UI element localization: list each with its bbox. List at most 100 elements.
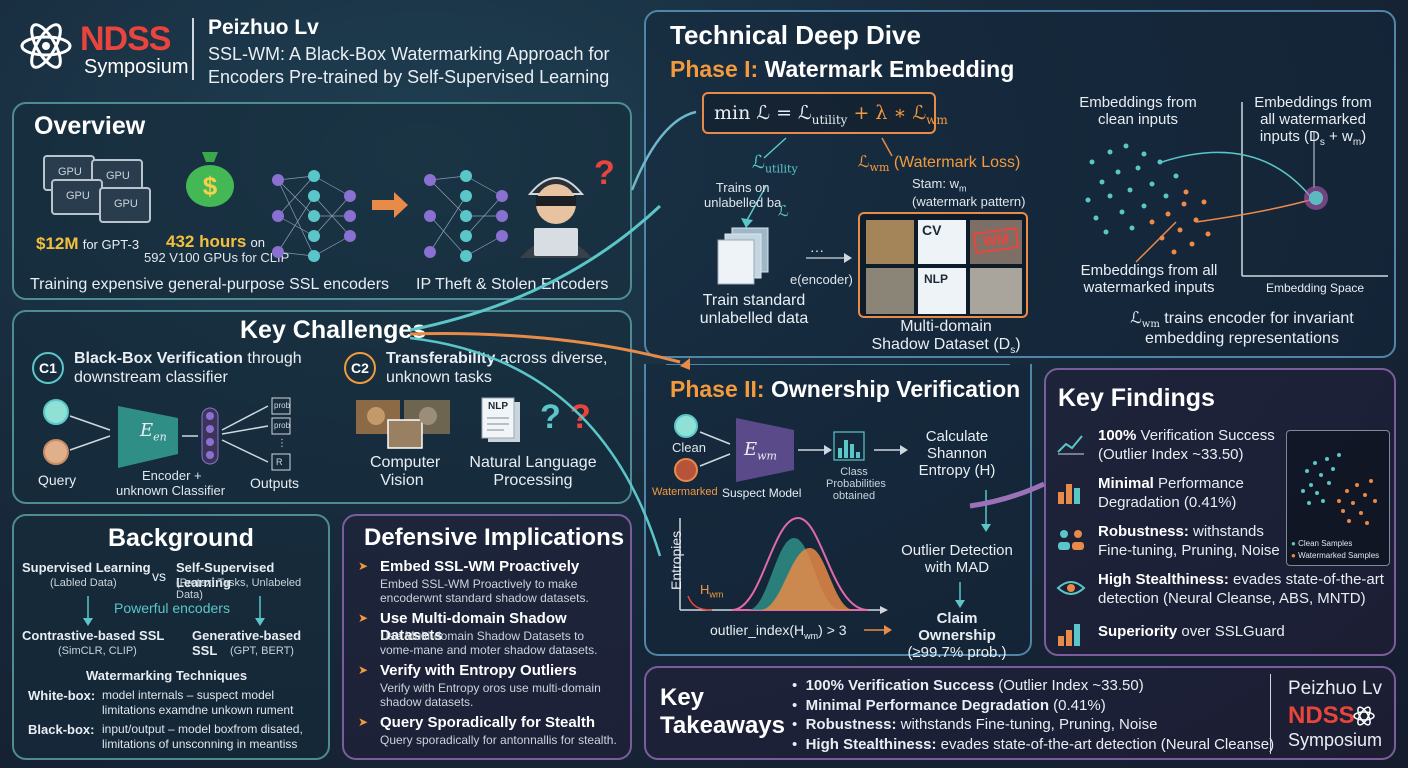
background-title: Background [108,524,254,552]
defensive-item-desc2: encoderwnt standard shadow datasets. [380,591,589,605]
background-panel: Background Supervised Learning (Labled D… [12,514,330,760]
hours-value: 432 hours [166,232,247,251]
c1-badge: C1 [32,352,64,384]
bullet-arrow-icon: ➤ [358,715,369,729]
whitebox-desc: model internals – suspect model limitati… [102,688,293,718]
finding-text: Superiority over SSLGuard [1098,622,1285,641]
encoder-symbol-sub: en [153,430,167,444]
ewm-symbol: Ewm [744,439,777,463]
shadow-label1: Multi-domain [900,318,992,335]
entropies-axis-label: Entropies [668,530,684,590]
takeaway-item: • 100% Verification Success (Outlier Ind… [792,677,1144,694]
encoder-label1: Encoder + [142,468,202,483]
c1-line1: Black-Box Verification through [74,350,302,368]
c2-badge: C2 [344,352,376,384]
finding-rest1: Verification Success [1136,427,1275,444]
finding-rest2: Degradation (0.41%) [1098,494,1237,511]
defensive-item-title: Query Sporadically for Stealth [380,714,596,731]
findings-panel: Key Findings 100% Verification Success (… [1044,368,1396,656]
cv-images-icon [356,400,450,449]
emb-all2: all watermarked [1260,111,1366,128]
takeaways-author: Peizhuo Lv [1288,678,1383,699]
claim1: Claim Ownership [918,610,996,644]
gpu-label-1: GPU [58,166,82,178]
takeaways-brand: NDSS [1288,702,1355,729]
blackbox-desc: input/output – model boxfrom disated, li… [102,722,303,752]
entropy-distribution-plot [679,516,888,614]
phase2-prefix: Phase II: [670,376,765,402]
class-prob-label: Class Probabilities obtained [826,466,886,502]
finding-bold: Superiority [1098,623,1178,640]
encoder-label2: unknown Classifier [116,483,226,498]
defensive-item-desc2: shadow datasets. [380,695,474,709]
c1-bold: Black-Box Verification [74,350,243,367]
challenges-panel: Key Challenges C1 Black-Box Verification… [12,310,632,504]
unlabelled-data-icon [717,227,769,285]
emb-all3: inputs (D [1259,128,1320,145]
query-label: Query [38,472,77,488]
emb-all3-rest: + w [1324,128,1353,145]
calc3: Entropy (H) [918,462,996,479]
whitebox-desc2: limitations examdne unkown rument [102,703,294,717]
defensive-title: Defensive Implications [364,524,625,551]
l-utility-sub: utility [764,162,798,176]
finding-rest1: withstands [1188,523,1264,540]
prob-label-1: prob [274,401,291,410]
overview-caption-left: Training expensive general-purpose SSL e… [30,276,390,293]
defensive-item-title: Verify with Entropy Outliers [380,662,577,679]
defensive-item-desc: Use Multi-domain Shadow Datasets to vome… [380,629,597,657]
generative-label: Generative-based SSL [192,628,302,658]
gpu-label-3: GPU [66,190,90,202]
formula-min: min ℒ = ℒ [714,102,812,124]
phase1-label: Watermark Embedding [758,56,1015,82]
outputs-label: Outputs [250,475,300,491]
nlp-label: Natural Language Processing [458,454,608,490]
emb-all1: Embeddings from [1254,94,1372,111]
c2-bold: Transferability [386,350,496,367]
hours-label2: 592 V100 GPUs for CLIP [144,250,290,265]
legend-clean: ● Clean Samples [1291,539,1352,548]
takeaway-item: • Robustness: withstands Fine-tuning, Pr… [792,716,1158,733]
header-author: Peizhuo Lv [208,16,319,39]
phase2-title: Phase II: Ownership Verification [670,376,1020,403]
calc-entropy-label: Calculate Shannon Entropy (H) [914,428,1000,479]
takeaway-rest: evades state-of-the-art detection (Neura… [936,735,1275,753]
formula-utility-sub: utility [811,112,848,127]
legend-wm: ● Watermarked Samples [1291,551,1379,560]
neural-network-icon [272,170,356,262]
blackbox-label: Black-box: [28,722,95,737]
hacker-icon [520,177,592,258]
gpu-label-4: GPU [114,198,138,210]
c1-rest1: through [242,350,302,367]
ndss-small-logo-icon [1353,706,1375,726]
outlier-index-sub: wm [804,630,819,641]
phase1-prefix: Phase I: [670,56,759,82]
stam-sub: m [958,183,967,194]
l-wm-label: ℒwm (Watermark Loss) [858,152,1020,174]
defensive-item-desc1: Embed SSL-WM Proactively to make [380,577,578,591]
cost-label: for GPT-3 [82,237,140,252]
gpu-label-2: GPU [106,170,130,182]
suspect-model-label: Suspect Model [722,486,802,500]
stam-label: Stam: wm (watermark pattern) [912,176,1025,209]
cost-value: $12M [36,234,79,253]
logo-sub: Symposium [84,56,189,78]
shadow-wm-image: WM [970,220,1022,264]
defensive-item-desc: Embed SSL-WM Proactively to make encoder… [380,577,589,605]
stam-text2: (watermark pattern) [912,193,1026,209]
c2-rest1: across diverse, [495,350,608,367]
cost-line: $12M for GPT-3 [36,234,139,254]
arrow-icon [372,192,408,218]
finding-item: Robustness: withstands Fine-tuning, Prun… [1056,522,1296,570]
logo-brand: NDSS [80,20,171,58]
shadow-nlp-doc: NLP [918,268,966,314]
takeaway-item: • Minimal Performance Degradation (0.41%… [792,696,1106,714]
c1-rest2: downstream classifier [74,369,228,386]
takeaway-bold: Minimal Performance Degradation [805,696,1049,714]
shadow-nlp-doc-label: NLP [924,272,948,286]
trend-up-icon [1057,435,1084,455]
c1-diagram [43,397,291,471]
outlier-index-label: outlier_index(Hwm) > 3 [710,622,847,641]
takeaway-rest: withstands Fine-tuning, Pruning, Noise [896,716,1158,733]
finding-bold: Minimal [1098,475,1154,492]
